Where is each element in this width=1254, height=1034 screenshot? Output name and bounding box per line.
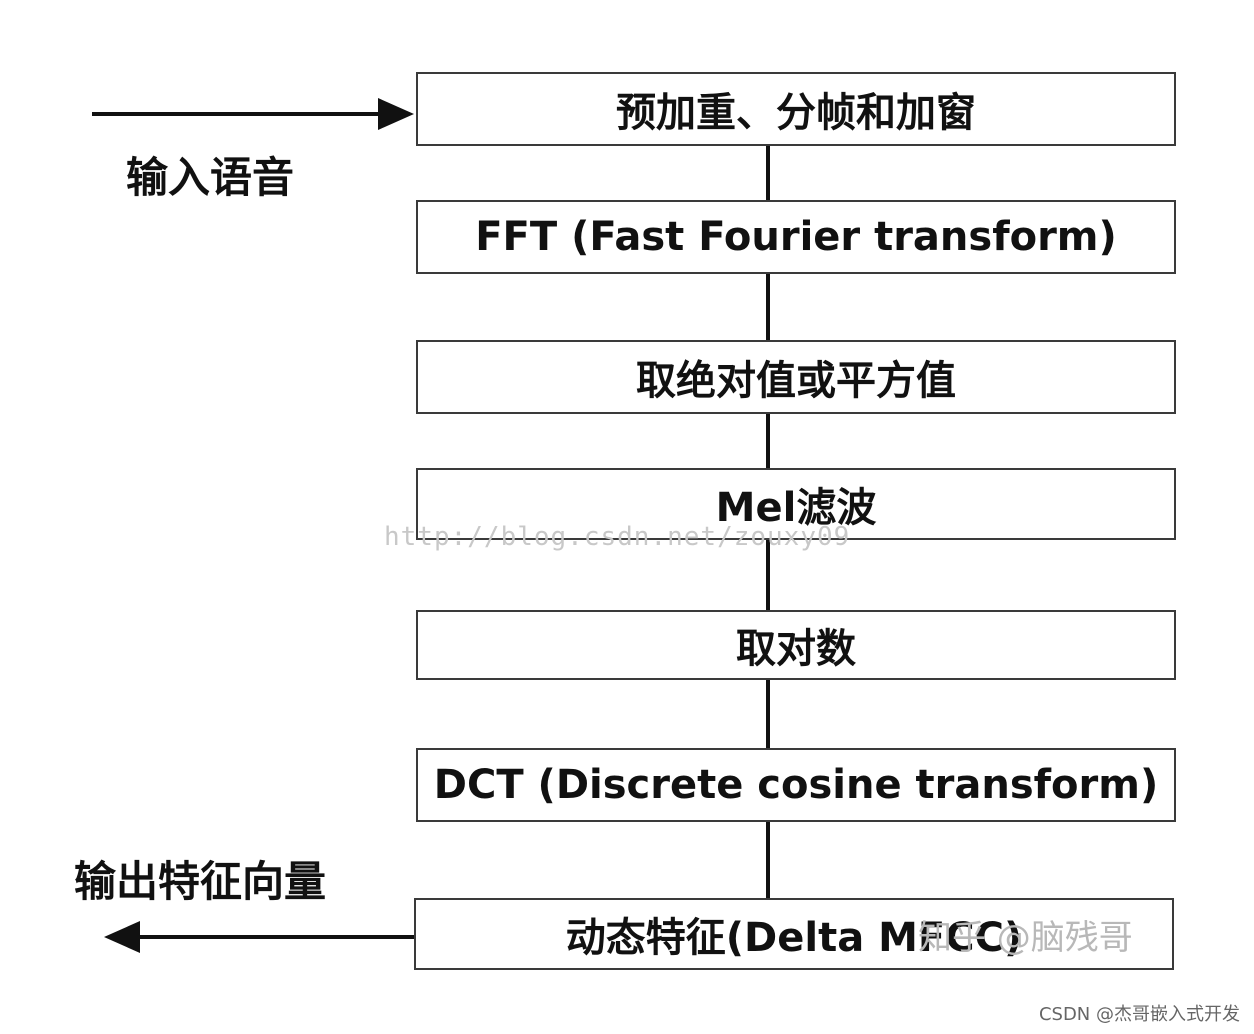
step-label: 动态特征(Delta MFCC) <box>565 915 1023 961</box>
output-arrow <box>104 921 414 953</box>
step-log: 取对数 <box>416 610 1176 680</box>
step-label: Mel滤波 <box>715 485 877 531</box>
output-label: 输出特征向量 <box>74 857 327 906</box>
step-delta-mfcc: 动态特征(Delta MFCC) <box>414 898 1174 970</box>
step-label: 预加重、分帧和加窗 <box>616 90 976 136</box>
input-label: 输入语音 <box>126 153 295 202</box>
step-label: DCT (Discrete cosine transform) <box>433 762 1159 808</box>
connector-2-3 <box>766 274 770 340</box>
connector-3-4 <box>766 414 770 468</box>
connector-1-2 <box>766 146 770 200</box>
connector-4-5 <box>766 540 770 610</box>
step-dct: DCT (Discrete cosine transform) <box>416 748 1176 822</box>
step-label: 取对数 <box>736 626 856 672</box>
connector-6-7 <box>766 822 770 898</box>
url-watermark: http://blog.csdn.net/zouxy09 <box>384 522 851 552</box>
step-label: 取绝对值或平方值 <box>636 358 956 404</box>
connector-5-6 <box>766 680 770 748</box>
zhihu-watermark: 知乎 @脑残哥 <box>918 918 1133 958</box>
step-mel-filter: Mel滤波 <box>416 468 1176 540</box>
step-abs-or-square: 取绝对值或平方值 <box>416 340 1176 414</box>
input-arrow <box>92 98 414 130</box>
csdn-credit: CSDN @杰哥嵌入式开发 <box>1038 1004 1240 1025</box>
step-preemphasis-framing-windowing: 预加重、分帧和加窗 <box>416 72 1176 146</box>
step-label: FFT (Fast Fourier transform) <box>475 214 1117 260</box>
step-fft: FFT (Fast Fourier transform) <box>416 200 1176 274</box>
